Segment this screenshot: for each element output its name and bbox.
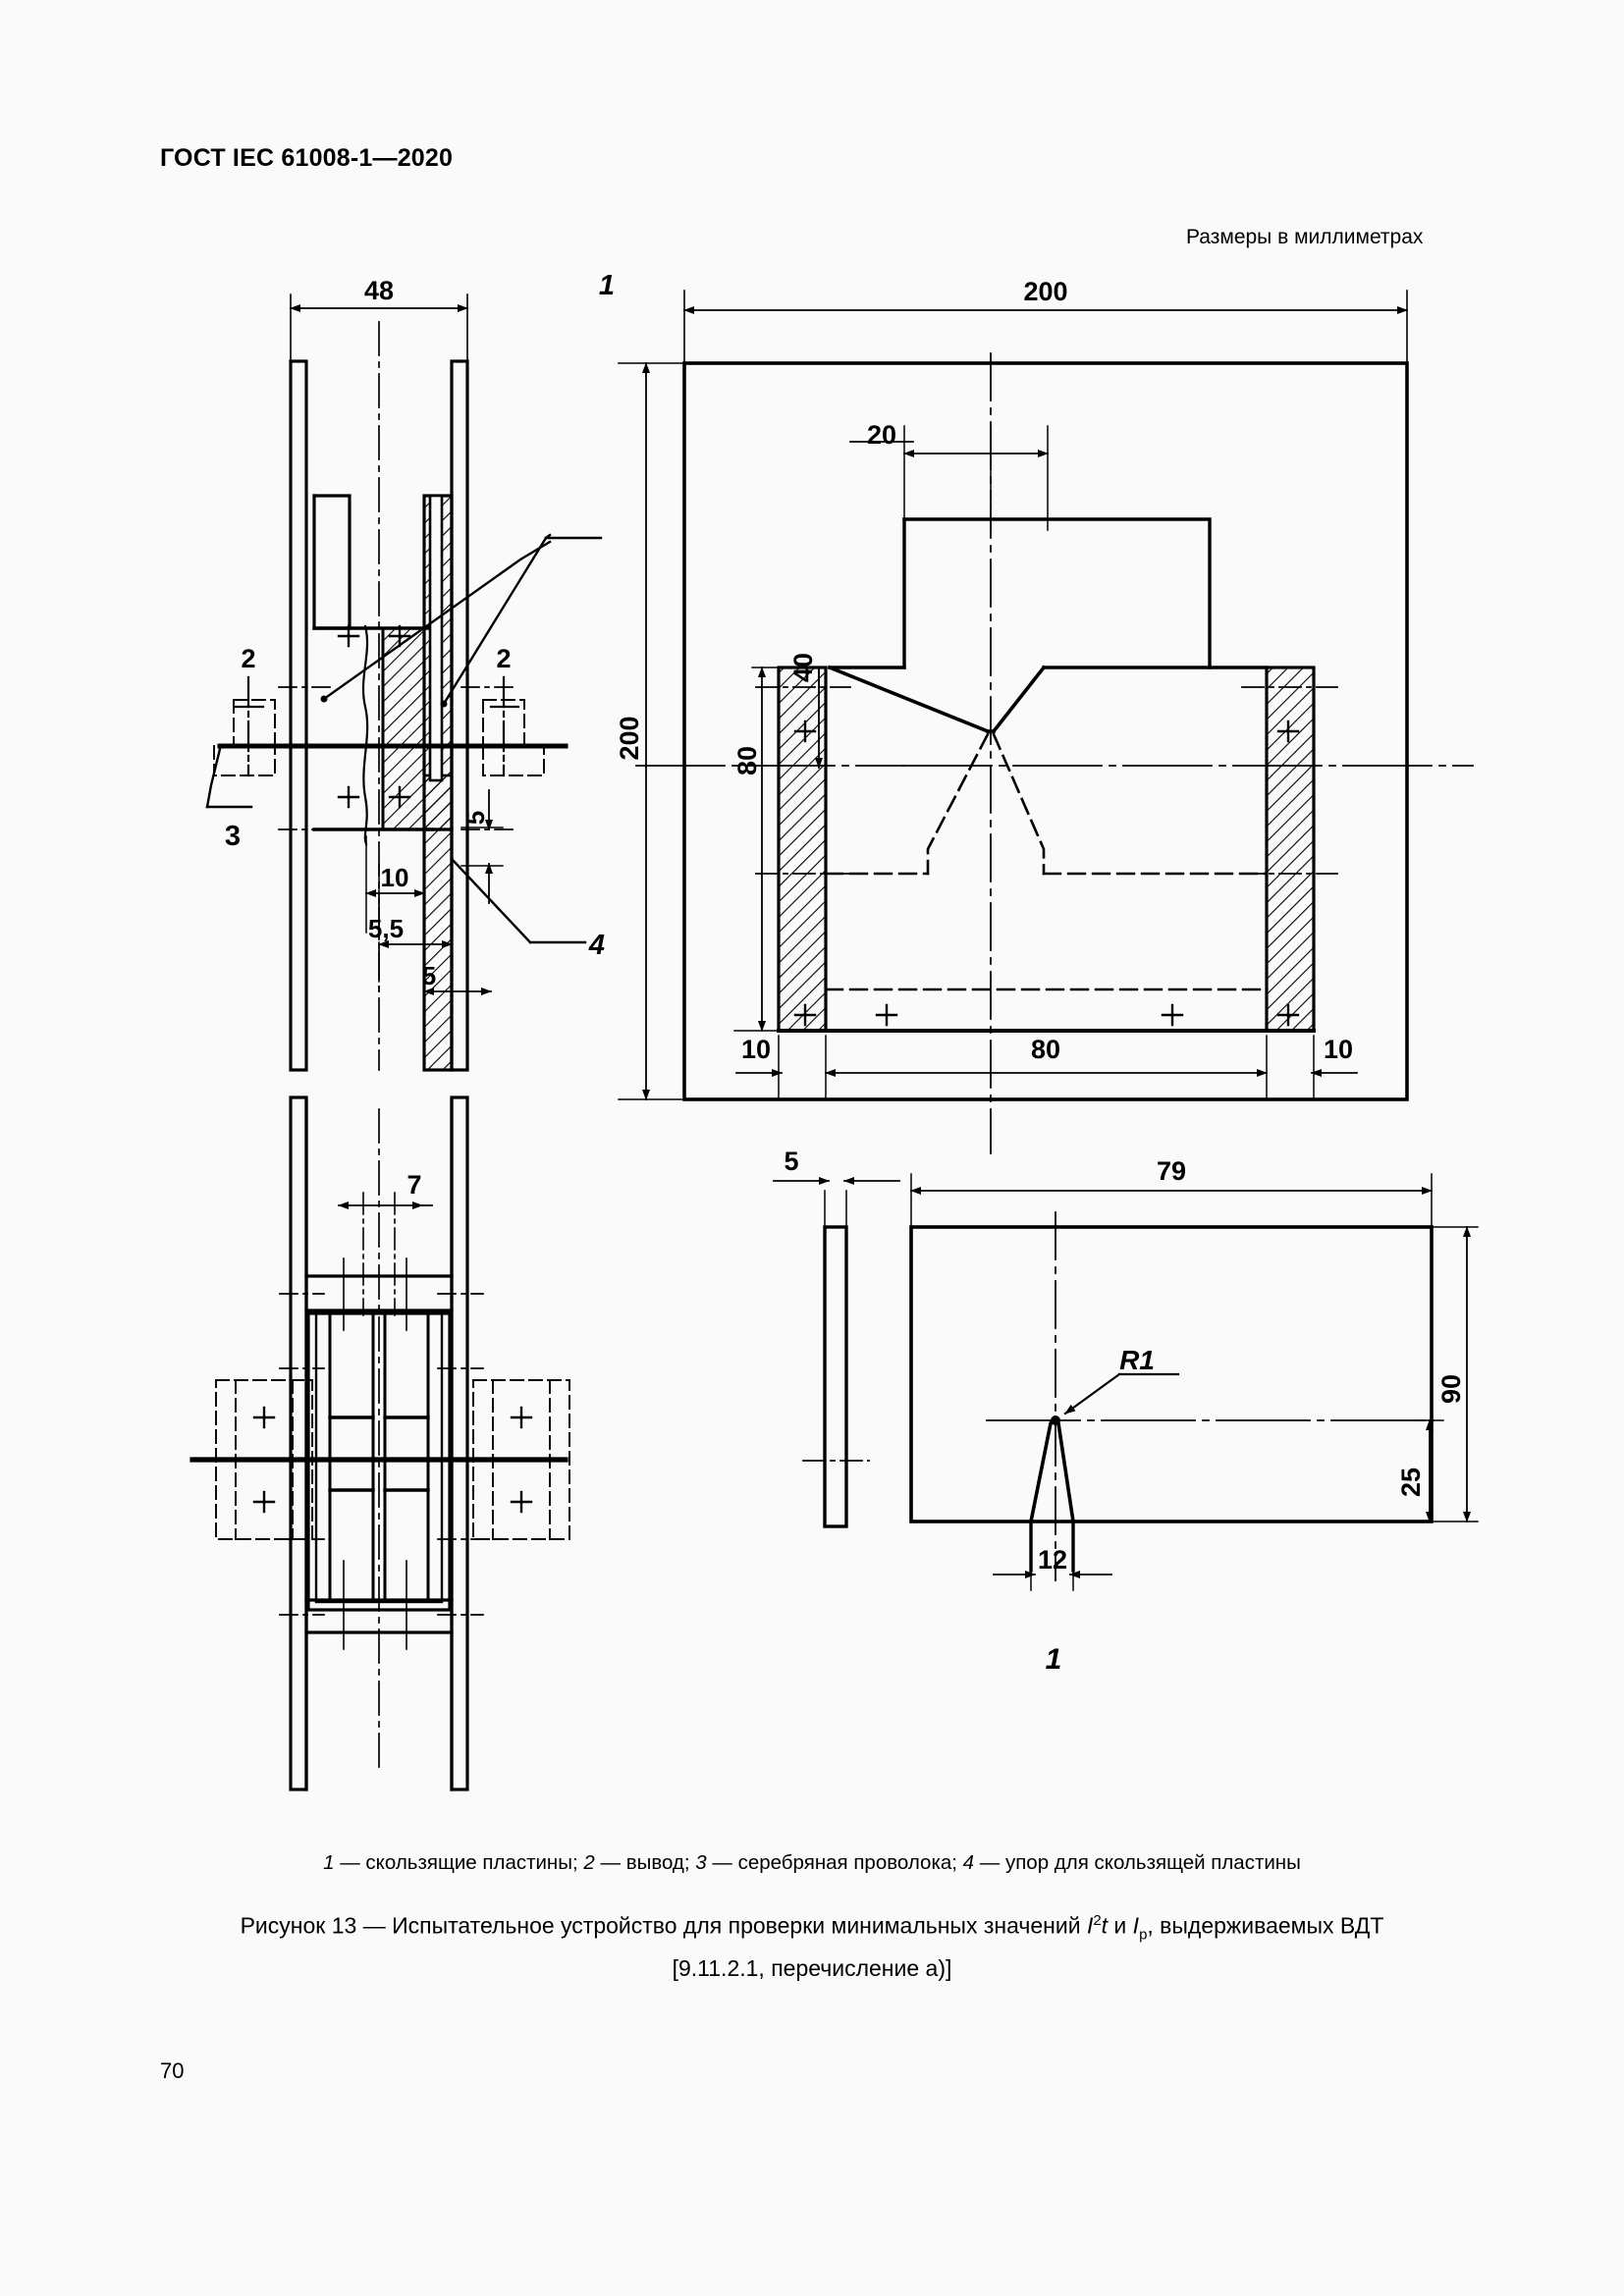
callout-label-1-plate: 1 (1046, 1643, 1062, 1676)
callout-label-4: 4 (588, 930, 605, 961)
dim-200-vertical (618, 362, 688, 1100)
dim-label-10-left-plate: 10 (741, 1035, 771, 1064)
view-bottom-right-sliding-plate (773, 1173, 1479, 1591)
leader-3 (205, 747, 253, 809)
dim-25 (1413, 1419, 1444, 1522)
dim-label-10-right-plate: 10 (1324, 1035, 1353, 1064)
dim-label-200-vertical: 200 (615, 716, 644, 760)
caption-symbol-t: t (1101, 1912, 1109, 1939)
leader-1 (322, 533, 603, 706)
legend-text-1: — скользящие пластины; (334, 1851, 584, 1874)
hatched-wall-right (422, 828, 454, 1072)
hidden-lines-plate (824, 666, 1269, 991)
document-header: ГОСТ IEC 61008-1—2020 (160, 144, 454, 172)
view-top-right-plate (618, 290, 1474, 1154)
figure-legend: 1 — скользящие пластины; 2 — вывод; 3 — … (0, 1851, 1624, 1875)
page-number: 70 (160, 2058, 185, 2083)
view-top-left-section (205, 294, 603, 1072)
dim-label-5-vert: 5 (460, 811, 490, 825)
hatched-wall-left-plate (777, 666, 828, 1033)
terminal-box-left (215, 1379, 313, 1540)
dim-label-12: 12 (1038, 1545, 1067, 1575)
dim-90 (1429, 1226, 1479, 1522)
caption-line-1: Рисунок 13 — Испытательное устройство дл… (0, 1904, 1624, 1951)
dim-label-90: 90 (1436, 1374, 1466, 1404)
legend-num-2: 2 (583, 1851, 595, 1874)
dim-label-5-plate: 5 (784, 1147, 798, 1176)
dim-10-80-10 (735, 1035, 1358, 1098)
legend-text-2: — вывод; (594, 1851, 696, 1874)
dim-80-vertical (733, 667, 786, 1032)
view-bottom-left-front (189, 1095, 570, 1791)
caption-sup-2: 2 (1093, 1912, 1102, 1929)
dim-label-R1: R1 (1119, 1345, 1155, 1375)
legend-text-4: — упор для скользящей пластины (974, 1851, 1301, 1874)
hatched-wall-right-plate (1265, 666, 1316, 1033)
legend-text-3: — серебряная проволока; (706, 1851, 963, 1874)
dim-label-80-horizontal: 80 (1031, 1035, 1060, 1064)
terminal-box-right (472, 1379, 570, 1540)
figure-caption: Рисунок 13 — Испытательное устройство дл… (0, 1904, 1624, 1985)
dim-200-horizontal (683, 290, 1408, 364)
legend-num-3: 3 (695, 1851, 707, 1874)
v-notch-hidden (926, 732, 1046, 876)
caption-sub-p: p (1139, 1926, 1148, 1944)
plus-marks-left (337, 624, 411, 809)
caption-symbol-I2: I (1132, 1912, 1140, 1939)
dim-label-20: 20 (867, 420, 896, 450)
terminal-left-center (234, 675, 265, 777)
caption-text-a: Рисунок 13 — Испытательное устройство дл… (240, 1912, 1087, 1939)
caption-text-c: , выдерживаемых ВДТ (1147, 1912, 1384, 1939)
hatched-column-center (381, 626, 426, 831)
legend-num-1: 1 (323, 1851, 335, 1874)
terminal-left (213, 699, 276, 776)
caption-text-b: и (1108, 1912, 1133, 1939)
units-note: Размеры в миллиметрах (1186, 226, 1424, 248)
dim-55 (378, 863, 453, 992)
dim-79 (910, 1173, 1433, 1230)
dim-48 (290, 294, 468, 366)
dim-label-48: 48 (364, 276, 394, 305)
dim-label-5-5: 5,5 (368, 914, 404, 943)
caption-symbol-I: I (1086, 1912, 1094, 1939)
legend-num-4: 4 (962, 1851, 975, 1874)
dim-label-79: 79 (1157, 1156, 1186, 1186)
callout-label-2-left: 2 (241, 644, 255, 673)
dim-12 (993, 1525, 1112, 1591)
dim-label-40: 40 (788, 653, 818, 682)
leader-4 (450, 857, 587, 944)
dim-label-5-horiz: 5 (422, 961, 436, 990)
dim-label-7: 7 (406, 1170, 421, 1200)
dim-label-10-left: 10 (381, 863, 409, 892)
dim-label-200-horizontal: 200 (1023, 277, 1067, 306)
dim-5-vert (460, 789, 504, 904)
callout-label-1: 1 (599, 270, 615, 301)
terminal-right (482, 699, 545, 776)
terminal-right-center (489, 675, 520, 777)
callout-label-2-right: 2 (496, 644, 511, 673)
leader-R1 (1063, 1372, 1180, 1415)
dim-label-25: 25 (1396, 1468, 1426, 1497)
dim-40 (751, 667, 823, 769)
v-notch (827, 665, 1047, 734)
caption-line-2: [9.11.2.1, перечисление a)] (672, 1955, 952, 1982)
plus-marks-plate (793, 720, 1300, 1027)
dim-label-80-vertical: 80 (732, 746, 762, 775)
callout-label-3: 3 (225, 821, 241, 852)
dim-20 (849, 425, 1049, 531)
